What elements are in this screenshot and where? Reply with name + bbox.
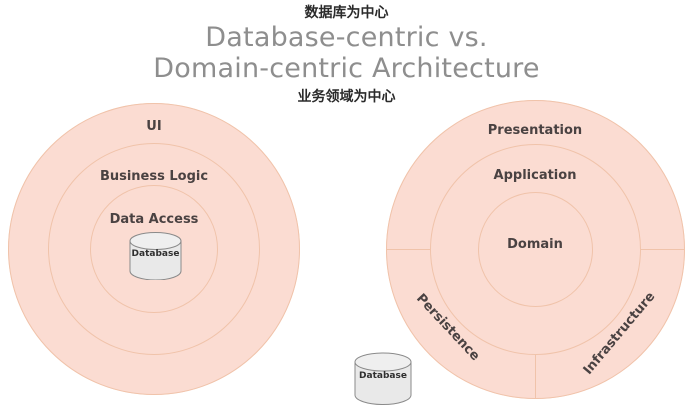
ring-ui-border	[8, 103, 300, 395]
label-domain: Domain	[507, 237, 563, 252]
divider-left-radial	[386, 249, 430, 250]
database-cylinder-external: Database	[353, 352, 413, 405]
divider-bottom-radial	[535, 355, 536, 399]
ring-data-access-border	[90, 185, 218, 313]
title-line-2: Domain-centric Architecture	[153, 53, 540, 84]
label-data-access: Data Access	[109, 212, 199, 227]
database-cylinder-center: Database	[128, 232, 183, 281]
label-presentation: Presentation	[487, 123, 583, 138]
label-business-logic: Business Logic	[99, 169, 209, 184]
cylinder-icon	[354, 352, 412, 405]
label-application: Application	[493, 168, 577, 183]
title-line-1: Database-centric vs.	[205, 22, 488, 53]
cylinder-icon	[129, 232, 182, 281]
label-ui: UI	[146, 119, 162, 134]
ring-domain-border	[478, 192, 593, 307]
ring-application-border	[430, 144, 641, 355]
page-title: Database-centric vs. Domain-centric Arch…	[0, 22, 693, 84]
annotation-domain-centric-cn: 业务领域为中心	[297, 89, 396, 105]
database-cylinder-center-label: Database	[131, 249, 180, 259]
annotation-database-centric-cn: 数据库为中心	[304, 5, 389, 21]
divider-right-radial	[641, 249, 685, 250]
ring-business-logic-border	[48, 143, 260, 355]
database-cylinder-external-label: Database	[359, 371, 407, 381]
